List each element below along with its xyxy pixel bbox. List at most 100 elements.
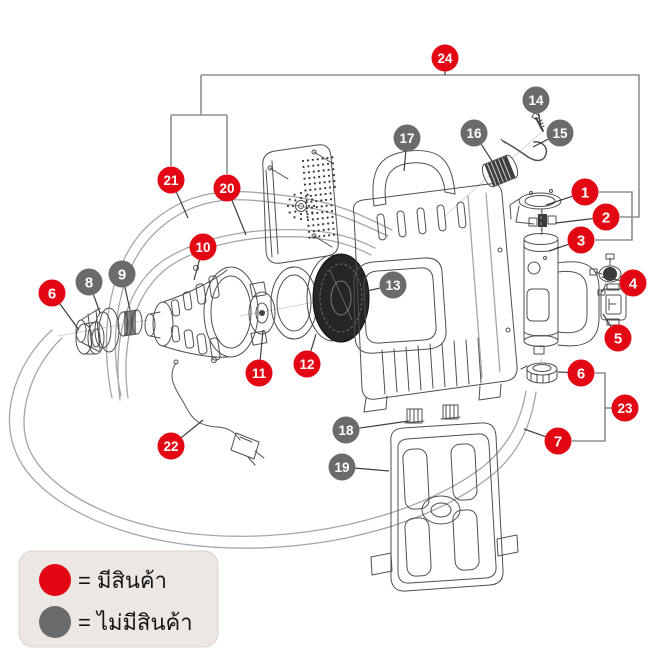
badge-circle[interactable] [332, 416, 360, 444]
badge-pointer-line [480, 144, 493, 162]
badge-number: 12 [299, 357, 314, 372]
part-seal-ring [270, 266, 318, 340]
part-regulator [600, 283, 627, 326]
badge-circle[interactable] [379, 271, 407, 299]
badge-circle[interactable] [431, 44, 459, 72]
badge-pointer-line [124, 287, 131, 311]
badge-circle[interactable] [522, 86, 550, 114]
part-badge-15[interactable]: 15 [546, 119, 574, 147]
part-badge-9[interactable]: 9 [108, 260, 136, 288]
badge-number: 15 [552, 126, 568, 141]
badge-circle[interactable] [567, 359, 595, 387]
diagram-line-art [8, 112, 634, 592]
badge-circle[interactable] [592, 203, 620, 231]
badge-pointer-line [523, 428, 546, 438]
badge-pointer-line [175, 192, 189, 219]
legend-item-available: = มีสินค้า [39, 564, 167, 596]
badge-pointer-line [601, 276, 620, 282]
badge-pointer-line [59, 303, 80, 331]
part-badge-18[interactable]: 18 [332, 416, 360, 444]
badge-circle[interactable] [245, 359, 273, 387]
part-cone-nozzle [75, 307, 120, 353]
part-badge-5[interactable]: 5 [604, 324, 632, 352]
badge-circle[interactable] [393, 124, 421, 152]
part-badge-23[interactable]: 23 [611, 394, 639, 422]
part-badge-6-left[interactable]: 6 [38, 279, 66, 307]
part-badge-19[interactable]: 19 [328, 453, 356, 481]
badge-pointer-line [259, 329, 264, 360]
part-badge-22[interactable]: 22 [157, 432, 185, 460]
badge-number: 22 [163, 439, 178, 454]
badge-number: 14 [528, 93, 544, 108]
part-badge-1[interactable]: 1 [571, 178, 599, 206]
part-badge-10[interactable]: 10 [189, 233, 217, 261]
badge-circle[interactable] [567, 226, 595, 254]
badge-circle[interactable] [157, 166, 185, 194]
unavailable-dot [39, 606, 71, 638]
badge-circle[interactable] [611, 394, 639, 422]
badge-number: 5 [614, 330, 622, 347]
badge-number: 10 [195, 240, 210, 255]
part-badge-21[interactable]: 21 [157, 166, 185, 194]
part-ribbed-coupler [481, 154, 519, 188]
legend: = มีสินค้า = ไม่มีสินค้า [18, 550, 219, 648]
badge-number: 6 [48, 285, 56, 302]
part-badge-7[interactable]: 7 [544, 427, 572, 455]
badge-circle[interactable] [604, 324, 632, 352]
badge-number: 18 [338, 423, 354, 438]
badge-number: 20 [219, 181, 234, 196]
part-screw-spring [531, 112, 545, 132]
part-badge-8[interactable]: 8 [75, 268, 103, 296]
part-badge-3[interactable]: 3 [567, 226, 595, 254]
part-motor-housing [144, 265, 259, 363]
badge-pointer-line [359, 420, 410, 429]
part-badge-4[interactable]: 4 [619, 269, 647, 297]
badge-circle[interactable] [546, 119, 574, 147]
part-base-tank [370, 422, 519, 592]
badge-circle[interactable] [75, 268, 103, 296]
badge-pointer-line [555, 218, 593, 224]
connector-line [201, 74, 640, 218]
part-badge-13[interactable]: 13 [379, 271, 407, 299]
badge-number: 19 [334, 460, 349, 475]
badge-circle[interactable] [189, 233, 217, 261]
part-badge-17[interactable]: 17 [393, 124, 421, 152]
badge-circle[interactable] [213, 174, 241, 202]
badge-circle[interactable] [328, 453, 356, 481]
badge-circle[interactable] [157, 432, 185, 460]
part-badge-2[interactable]: 2 [592, 203, 620, 231]
part-badge-24[interactable]: 24 [431, 44, 459, 72]
badge-number: 8 [85, 274, 93, 291]
badge-circle[interactable] [544, 427, 572, 455]
badge-number: 21 [163, 173, 179, 188]
part-badge-11[interactable]: 11 [245, 359, 273, 387]
part-badge-6-right[interactable]: 6 [567, 359, 595, 387]
legend-item-unavailable: = ไม่มีสินค้า [39, 606, 193, 638]
unavailable-label: = ไม่มีสินค้า [78, 610, 193, 635]
part-badge-20[interactable]: 20 [213, 174, 241, 202]
part-tank-clips [404, 404, 461, 424]
badge-number: 3 [577, 232, 585, 249]
part-badge-12[interactable]: 12 [293, 350, 321, 378]
badge-circle[interactable] [619, 269, 647, 297]
badge-number: 17 [399, 131, 414, 146]
badge-number: 7 [554, 433, 562, 450]
part-bent-tube [500, 138, 548, 162]
badge-circle[interactable] [293, 350, 321, 378]
part-screen-plate [262, 144, 339, 264]
available-dot [39, 564, 71, 596]
connector-line [595, 191, 633, 241]
badge-circle[interactable] [108, 260, 136, 288]
part-badge-14[interactable]: 14 [522, 86, 550, 114]
badge-pointer-line [537, 113, 542, 128]
badge-circle[interactable] [571, 178, 599, 206]
badge-number: 4 [629, 275, 638, 292]
badge-circle[interactable] [460, 119, 488, 147]
badge-circle[interactable] [38, 279, 66, 307]
part-impeller [248, 281, 276, 346]
connector-line [572, 372, 606, 442]
part-badge-16[interactable]: 16 [460, 119, 488, 147]
part-main-body [352, 150, 518, 413]
